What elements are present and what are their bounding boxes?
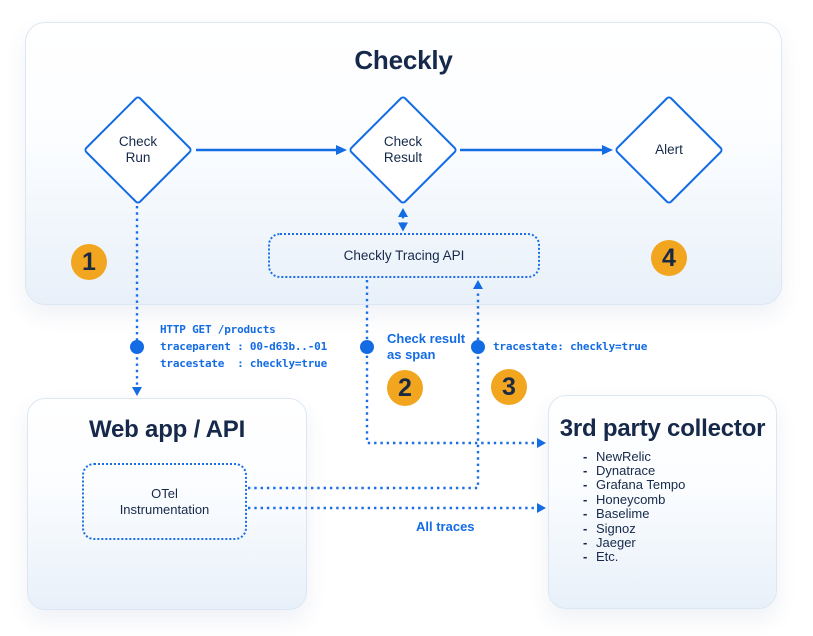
vendor-name: Honeycomb: [596, 491, 666, 507]
trace-dot-2: [360, 340, 374, 354]
dash-bullet: -: [583, 477, 588, 493]
list-item: -NewRelic: [583, 448, 685, 464]
vendor-name: NewRelic: [596, 448, 651, 464]
trace-dot-1: [130, 340, 144, 354]
arrowhead-into-collector-bottom: [537, 503, 546, 513]
check-result-label: Check Result: [383, 134, 423, 165]
collector-panel-title: 3rd party collector: [559, 415, 766, 442]
list-item: -Signoz: [583, 520, 685, 536]
check-result-as-span-annotation: Check result as span: [387, 331, 466, 362]
list-item: -Baselime: [583, 506, 685, 522]
step-badge-3: 3: [491, 369, 527, 405]
dash-bullet: -: [583, 506, 588, 522]
collector-panel: [548, 395, 777, 609]
trace-dot-3: [471, 340, 485, 354]
dash-bullet: -: [583, 448, 588, 464]
step-badge-2: 2: [387, 370, 423, 406]
checkly-panel-title: Checkly: [354, 45, 453, 75]
vendor-name: Grafana Tempo: [596, 477, 686, 493]
dash-bullet: -: [583, 463, 588, 479]
all-traces-annotation: All traces: [416, 519, 475, 534]
list-item: -Honeycomb: [583, 491, 685, 507]
dash-bullet: -: [583, 535, 588, 551]
vendor-name: Dynatrace: [596, 463, 656, 479]
check-run-label: Check Run: [118, 134, 158, 165]
alert-label: Alert: [655, 142, 683, 157]
checkly-tracing-api-label: Checkly Tracing API: [343, 248, 465, 263]
vendor-name: Signoz: [596, 520, 636, 536]
collector-vendor-list: -NewRelic -Dynatrace -Grafana Tempo -Hon…: [583, 448, 686, 565]
dash-bullet: -: [583, 549, 588, 565]
web-app-panel-title: Web app / API: [88, 416, 246, 443]
vendor-name: Etc.: [596, 549, 619, 565]
step-badge-1: 1: [71, 244, 107, 280]
otel-instrumentation-label: OTel Instrumentation: [119, 485, 210, 517]
list-item: -Jaeger: [583, 535, 685, 551]
dash-bullet: -: [583, 491, 588, 507]
list-item: -Etc.: [583, 549, 685, 565]
vendor-name: Jaeger: [596, 535, 636, 551]
vendor-name: Baselime: [596, 506, 650, 522]
step-badge-4: 4: [651, 240, 687, 276]
list-item: -Dynatrace: [583, 463, 685, 479]
checkly-tracing-api-box: Checkly Tracing API: [268, 233, 540, 278]
arrowhead-into-webapp: [132, 387, 142, 396]
http-request-annotation: HTTP GET /products traceparent : 00-d63b…: [160, 323, 327, 370]
arrowhead-into-collector-top: [537, 438, 546, 448]
tracestate-annotation: tracestate: checkly=true: [493, 340, 648, 353]
list-item: -Grafana Tempo: [583, 477, 686, 493]
otel-instrumentation-box: OTel Instrumentation: [82, 463, 247, 540]
dash-bullet: -: [583, 520, 588, 536]
